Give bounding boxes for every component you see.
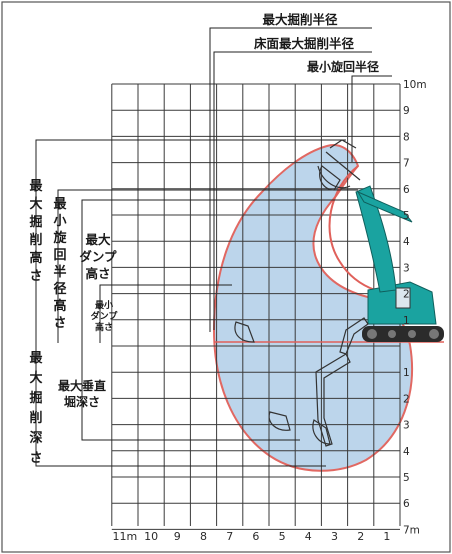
bucket-outline-bottom — [268, 411, 291, 431]
min-swing-line — [351, 75, 392, 162]
y-tick-down: 2 — [403, 393, 410, 405]
max-reach-line — [209, 27, 372, 332]
top-reach-indicators — [209, 27, 392, 332]
y-tick-down: 1 — [403, 367, 410, 379]
label-max-digging-depth: 最大掘削深さ — [29, 351, 43, 466]
y-tick-down: 4 — [403, 446, 410, 458]
excavator — [234, 139, 444, 447]
max-depth-bracket — [35, 343, 326, 467]
x-tick-label: 11m — [113, 530, 138, 543]
boom — [355, 185, 397, 293]
crawler-track — [362, 326, 444, 342]
max-height-bracket — [35, 139, 346, 343]
min-swing-height-bracket — [57, 189, 358, 343]
x-tick-label: 10 — [144, 530, 158, 543]
bucket-outline-left — [234, 321, 255, 343]
label-max-reach: 最大掘削半径 — [262, 12, 338, 27]
x-tick-label: 8 — [200, 530, 207, 543]
max-dump-bracket — [81, 199, 360, 343]
y-tick-up: 1 — [403, 315, 410, 327]
y-tick-up: 4 — [403, 236, 410, 248]
y-tick-down: 5 — [403, 472, 410, 484]
x-tick-label: 9 — [174, 530, 181, 543]
x-axis-ticks: 11m 10 9 8 7 6 5 4 3 2 1 — [113, 530, 391, 543]
min-swing-arc — [328, 165, 376, 291]
x-tick-label: 1 — [383, 530, 390, 543]
arm — [356, 190, 413, 223]
y-tick-up: 6 — [403, 184, 410, 196]
min-dump-bracket — [99, 284, 232, 343]
max-reach-ground-line — [213, 51, 372, 330]
y-tick-up: 10m — [403, 79, 427, 91]
label-max-dump-height: 最大ダンプ高さ — [79, 232, 117, 281]
left-brackets — [35, 139, 360, 467]
x-tick-label: 4 — [305, 530, 312, 543]
label-max-vertical-depth: 最大垂直堀深さ — [58, 378, 106, 409]
y-tick-up: 7 — [403, 158, 410, 170]
x-tick-label: 2 — [357, 530, 364, 543]
x-tick-label: 6 — [252, 530, 259, 543]
y-tick-up: 9 — [403, 105, 410, 117]
y-tick-up: 5 — [403, 210, 410, 222]
y-tick-up: 3 — [403, 262, 410, 274]
y-tick-up: 8 — [403, 131, 410, 143]
label-min-swing-height: 最小旋回半径高さ — [52, 197, 67, 331]
y-tick-down: 3 — [403, 420, 410, 432]
bucket-outline-low — [312, 419, 331, 445]
arm-outline-low — [315, 353, 351, 447]
x-tick-label: 7 — [226, 530, 233, 543]
cab-window — [395, 287, 411, 309]
bucket-outline-top — [319, 165, 341, 191]
label-max-reach-ground: 床面最大掘削半径 — [254, 36, 355, 51]
y-tick-down: 6 — [403, 498, 410, 510]
x-tick-label: 3 — [331, 530, 338, 543]
label-min-dump-height: 最小ダンプ高さ — [91, 299, 119, 333]
x-tick-label: 5 — [279, 530, 286, 543]
arm-outline-top — [317, 139, 361, 189]
y-axis-ticks: 10m 9 8 7 6 5 4 3 2 1 1 2 3 4 5 6 7m — [403, 79, 427, 536]
label-max-digging-height: 最大掘削高さ — [29, 179, 43, 284]
y-tick-up: 2 — [403, 289, 410, 301]
y-tick-down: 7m — [403, 524, 420, 536]
vertical-depth-bracket — [81, 343, 300, 441]
label-min-swing-radius: 最小旋回半径 — [307, 59, 379, 74]
